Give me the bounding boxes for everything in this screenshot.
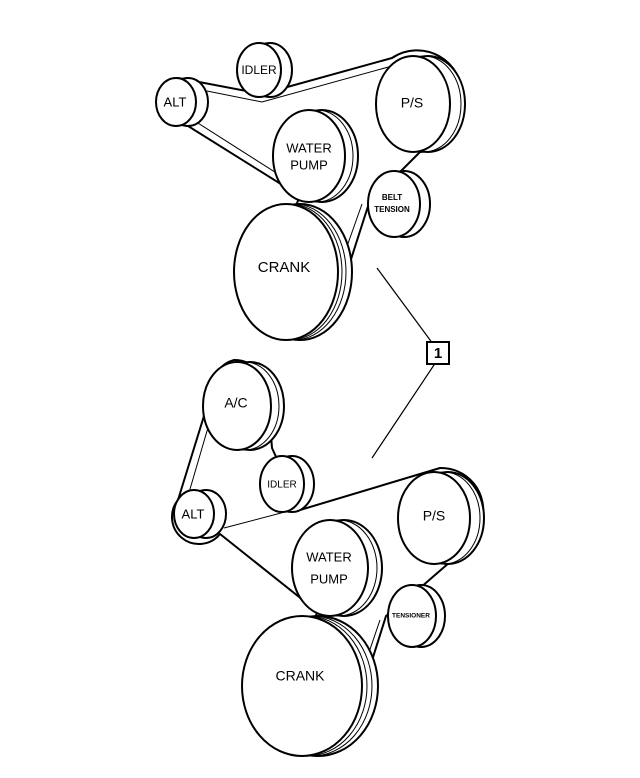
callout-leader-upper: [376, 267, 434, 345]
lower-idler-label: IDLER: [267, 480, 296, 491]
lower-crank-label: CRANK: [275, 668, 325, 684]
lower-belt-diagram: A/C IDLER ALT P/S WATER PUMP: [171, 358, 485, 757]
lower-alt-label: ALT: [182, 506, 205, 521]
upper-crank-pulley: CRANK: [233, 203, 353, 341]
upper-water-pump-label-line2: PUMP: [290, 157, 328, 172]
upper-crank-label: CRANK: [258, 259, 311, 276]
lower-water-pump-label-line2: PUMP: [310, 571, 348, 586]
upper-belt-tension-label-line2: TENSION: [374, 205, 410, 214]
upper-idler-pulley: IDLER: [236, 42, 293, 98]
lower-alt-pulley: ALT: [173, 489, 227, 539]
upper-belt-tension-label-line1: BELT: [382, 193, 402, 202]
lower-ac-pulley: A/C: [202, 361, 285, 451]
callout-number: 1: [434, 345, 442, 362]
lower-ps-label: P/S: [423, 508, 446, 524]
callout-leader-lower: [371, 361, 437, 459]
upper-idler-label: IDLER: [241, 63, 277, 77]
upper-ps-label: P/S: [401, 95, 424, 111]
lower-crank-pulley: CRANK: [241, 615, 379, 757]
callout-group: 1: [371, 267, 450, 459]
lower-tensioner-pulley: TENSIONER: [387, 584, 446, 648]
callout-box: [426, 341, 450, 365]
upper-alt-pulley: ALT: [155, 77, 209, 127]
lower-idler-pulley: IDLER: [259, 455, 315, 513]
upper-belt-tension-pulley: BELT TENSION: [367, 170, 431, 238]
upper-ps-pulley: P/S: [375, 55, 466, 153]
lower-water-pump-label-line1: WATER: [306, 549, 352, 564]
upper-water-pump-label-line1: WATER: [286, 140, 332, 155]
lower-ac-label: A/C: [224, 395, 247, 411]
upper-alt-label: ALT: [164, 94, 187, 109]
lower-serpentine-belt: [171, 358, 485, 744]
lower-water-pump-pulley: WATER PUMP: [291, 519, 383, 617]
upper-belt-diagram: ALT IDLER P/S WATER PUMP BELT: [155, 42, 466, 341]
lower-tensioner-label: TENSIONER: [392, 613, 430, 620]
lower-ps-pulley: P/S: [397, 471, 485, 565]
upper-water-pump-pulley: WATER PUMP: [272, 109, 359, 203]
